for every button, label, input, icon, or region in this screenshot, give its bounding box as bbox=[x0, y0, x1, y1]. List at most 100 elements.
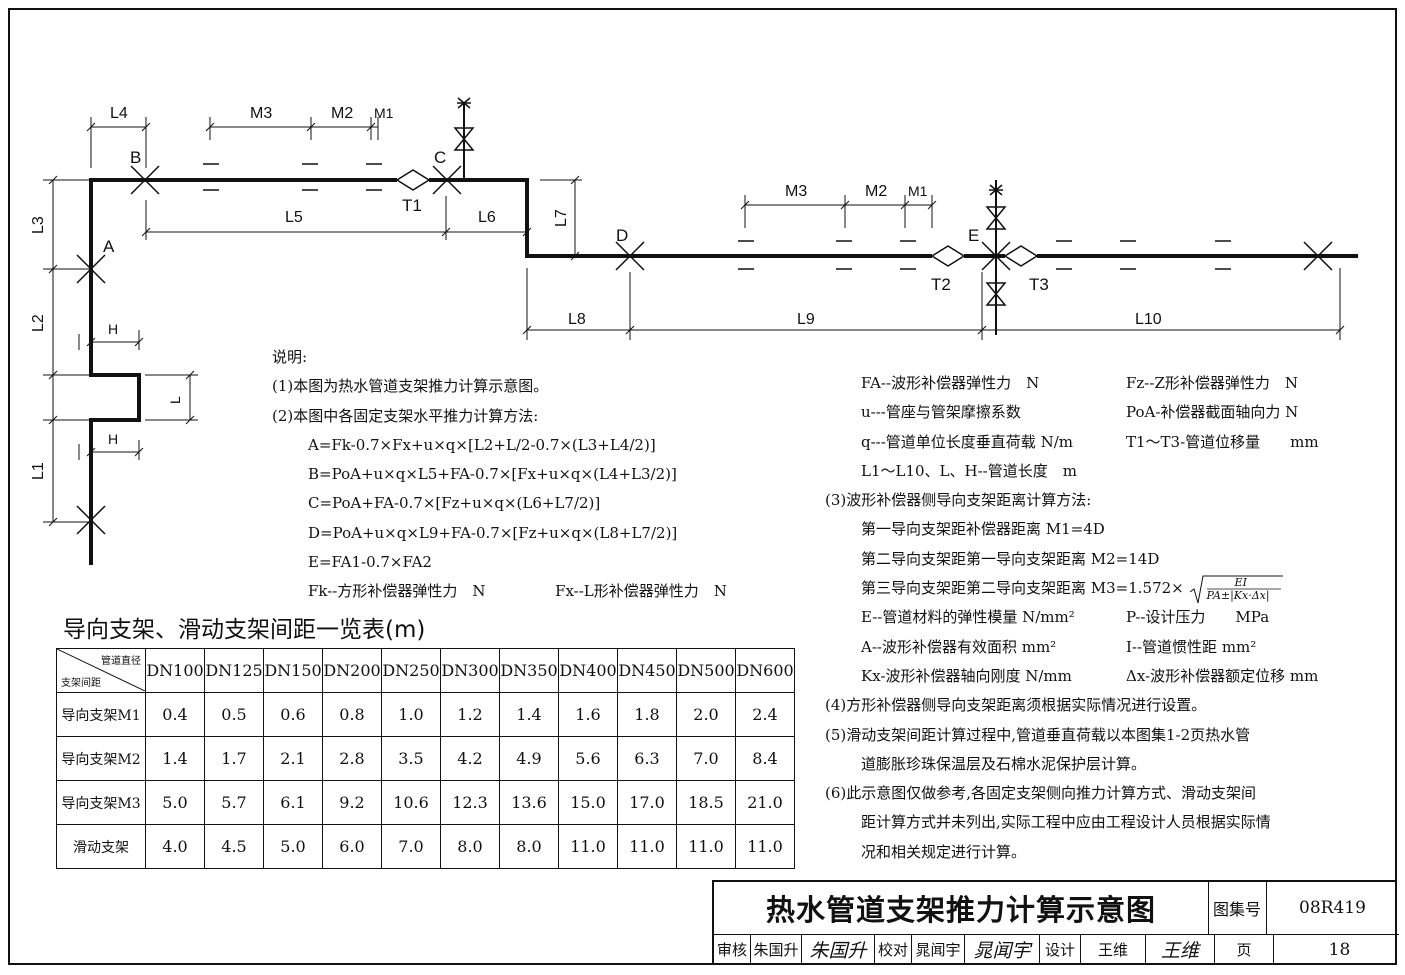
page-label: 页 bbox=[1215, 934, 1274, 965]
check-label: 校对 bbox=[875, 934, 912, 965]
table-cell: 13.6 bbox=[499, 780, 559, 825]
checker-name: 晁闻宇 bbox=[912, 934, 965, 965]
formula-m3-den: PA±|Kx·Δx| bbox=[1206, 588, 1270, 602]
legend-fa: FA--波形补偿器弹性力 N bbox=[861, 374, 1040, 392]
legend-fx: Fx--L形补偿器弹性力 N bbox=[555, 582, 727, 601]
dim-m1-label: M1 bbox=[374, 105, 394, 121]
formula-m3: 第三导向支架距第二导向支架距离 M3=1.572× EI PA±|Kx·Δx| bbox=[825, 574, 1319, 603]
table-cell: 11.0 bbox=[735, 824, 795, 869]
point-e-label: E bbox=[968, 226, 979, 245]
table-header-cell: DN450 bbox=[617, 648, 677, 693]
table-header-cell: DN400 bbox=[558, 648, 618, 693]
table-cell: 5.6 bbox=[558, 736, 618, 781]
legend-p: P--设计压力 MPa bbox=[1126, 608, 1270, 627]
note-6c: 况和相关规定进行计算。 bbox=[861, 842, 1027, 861]
reviewer-name: 朱国升 bbox=[751, 934, 802, 965]
note-2: (2)本图中各固定支架水平推力计算方法: bbox=[272, 406, 539, 425]
formula-m2: 第二导向支架距第一导向支架距离 M2=14D bbox=[861, 549, 1160, 568]
table-header-cell: DN300 bbox=[440, 648, 500, 693]
formula-a: A=Fk-0.7×Fx+u×q×[L2+L/2-0.7×(L3+L4/2)] bbox=[308, 435, 656, 454]
legend-q: q---管道单位长度垂直荷载 N/m bbox=[861, 432, 1073, 451]
note-1: (1)本图为热水管道支架推力计算示意图。 bbox=[272, 377, 549, 396]
pipe-diagram: L4 M3 M2 M1 B C T1 L5 L6 A D E M3 M2 M1 … bbox=[30, 97, 1358, 565]
corner-top-label: 管道直径 bbox=[101, 656, 141, 667]
table-cell: 0.4 bbox=[145, 692, 205, 737]
table-cell: 4.5 bbox=[204, 824, 264, 869]
table-cell: 0.6 bbox=[263, 692, 323, 737]
table-header-cell: DN200 bbox=[322, 648, 382, 693]
legend-fz: Fz--Z形补偿器弹性力 N bbox=[1126, 374, 1298, 392]
table-cell: 6.3 bbox=[617, 736, 677, 781]
table-cell: 12.3 bbox=[440, 780, 500, 825]
drawing-title: 热水管道支架推力计算示意图 bbox=[714, 882, 1209, 935]
table-cell: 11.0 bbox=[558, 824, 618, 869]
point-d-label: D bbox=[616, 226, 628, 245]
table-cell: 6.0 bbox=[322, 824, 382, 869]
table-cell: 8.0 bbox=[440, 824, 500, 869]
table-header-cell: DN125 bbox=[204, 648, 264, 693]
dim-l6-label: L6 bbox=[478, 209, 496, 226]
comp-t2-label: T2 bbox=[931, 275, 951, 294]
dim-l8-label: L8 bbox=[568, 311, 586, 328]
table-cell: 4.9 bbox=[499, 736, 559, 781]
table-header-cell: DN100 bbox=[145, 648, 205, 693]
table-header-row: 管道直径 支架间距 DN100 DN125 DN150 DN200 DN250 … bbox=[56, 648, 795, 693]
formula-e: E=FA1-0.7×FA2 bbox=[308, 553, 432, 572]
table-header-cell: DN350 bbox=[499, 648, 559, 693]
point-c-label: C bbox=[434, 148, 446, 167]
formula-m3-text: 第三导向支架距第二导向支架距离 M3=1.572× bbox=[861, 579, 1184, 598]
table-cell: 1.6 bbox=[558, 692, 618, 737]
table-cell: 6.1 bbox=[263, 780, 323, 825]
review-label: 审核 bbox=[714, 934, 751, 965]
table-cell: 1.2 bbox=[440, 692, 500, 737]
legend-a: A--波形补偿器有效面积 mm² bbox=[861, 637, 1057, 656]
dim-l10-label: L10 bbox=[1135, 311, 1162, 328]
table-cell: 18.5 bbox=[676, 780, 736, 825]
legend-poa: PoA-补偿器截面轴向力 N bbox=[1126, 403, 1299, 422]
notes-heading: 说明: bbox=[272, 348, 308, 366]
table-title: 导向支架、滑动支架间距一览表(m) bbox=[63, 617, 426, 643]
row-label: 导向支架M2 bbox=[56, 736, 146, 781]
formula-b: B=PoA+u×q×L5+FA-0.7×[Fx+u×q×(L4+L3/2)] bbox=[308, 465, 677, 484]
drawing-frame bbox=[8, 8, 1397, 965]
table-header-cell: DN600 bbox=[735, 648, 795, 693]
dim-l9-label: L9 bbox=[797, 311, 815, 328]
table-cell: 10.6 bbox=[381, 780, 441, 825]
legend-e: E--管道材料的弹性模量 N/mm² bbox=[861, 608, 1075, 627]
note-6a: (6)此示意图仅做参考,各固定支架侧向推力计算方式、滑动支架间 bbox=[825, 784, 1257, 803]
dim-m1-right-label: M1 bbox=[908, 183, 928, 199]
table-cell: 7.0 bbox=[676, 736, 736, 781]
atlas-number-label: 图集号 bbox=[1208, 882, 1267, 935]
table-cell: 1.0 bbox=[381, 692, 441, 737]
table-cell: 8.0 bbox=[499, 824, 559, 869]
formula-m1: 第一导向支架距补偿器距离 M1=4D bbox=[861, 520, 1105, 539]
table-cell: 1.4 bbox=[145, 736, 205, 781]
table-cell: 5.0 bbox=[263, 824, 323, 869]
table-cell: 11.0 bbox=[617, 824, 677, 869]
spacing-table: 管道直径 支架间距 DN100 DN125 DN150 DN200 DN250 … bbox=[56, 648, 795, 869]
legend-i: I--管道惯性距 mm² bbox=[1126, 637, 1257, 656]
note-6b: 距计算方式并未列出,实际工程中应由工程设计人员根据实际情 bbox=[861, 813, 1271, 832]
table-corner: 管道直径 支架间距 bbox=[56, 648, 146, 693]
notes-left: 说明: (1)本图为热水管道支架推力计算示意图。 (2)本图中各固定支架水平推力… bbox=[272, 343, 727, 607]
legend-dx: Δx-波形补偿器额定位移 mm bbox=[1126, 666, 1319, 685]
table-row: 导向支架M3 5.0 5.7 6.1 9.2 10.6 12.3 13.6 15… bbox=[56, 780, 795, 825]
table-cell: 1.7 bbox=[204, 736, 264, 781]
dim-l-label: L bbox=[167, 396, 183, 404]
legend-fk-fx: Fk--方形补偿器弹性力 N Fx--L形补偿器弹性力 N bbox=[272, 577, 727, 606]
table-cell: 2.4 bbox=[735, 692, 795, 737]
table-cell: 0.8 bbox=[322, 692, 382, 737]
table-cell: 4.0 bbox=[145, 824, 205, 869]
note-3: (3)波形补偿器侧导向支架距离计算方法: bbox=[825, 491, 1092, 510]
dim-l1-label: L1 bbox=[30, 462, 47, 480]
row-label: 导向支架M3 bbox=[56, 780, 146, 825]
table-cell: 8.4 bbox=[735, 736, 795, 781]
formula-d: D=PoA+u×q×L9+FA-0.7×[Fz+u×q×(L8+L7/2)] bbox=[308, 523, 678, 542]
table-cell: 5.7 bbox=[204, 780, 264, 825]
table-cell: 2.1 bbox=[263, 736, 323, 781]
signature-row: 审核 朱国升 朱国升 校对 晁闻宇 晁闻宇 设计 王维 王维 页 18 bbox=[714, 934, 1405, 967]
designer-signature: 王维 bbox=[1146, 934, 1215, 965]
table-row: 滑动支架 4.0 4.5 5.0 6.0 7.0 8.0 8.0 11.0 11… bbox=[56, 824, 795, 869]
table-cell: 0.5 bbox=[204, 692, 264, 737]
dim-l2-label: L2 bbox=[30, 314, 47, 332]
